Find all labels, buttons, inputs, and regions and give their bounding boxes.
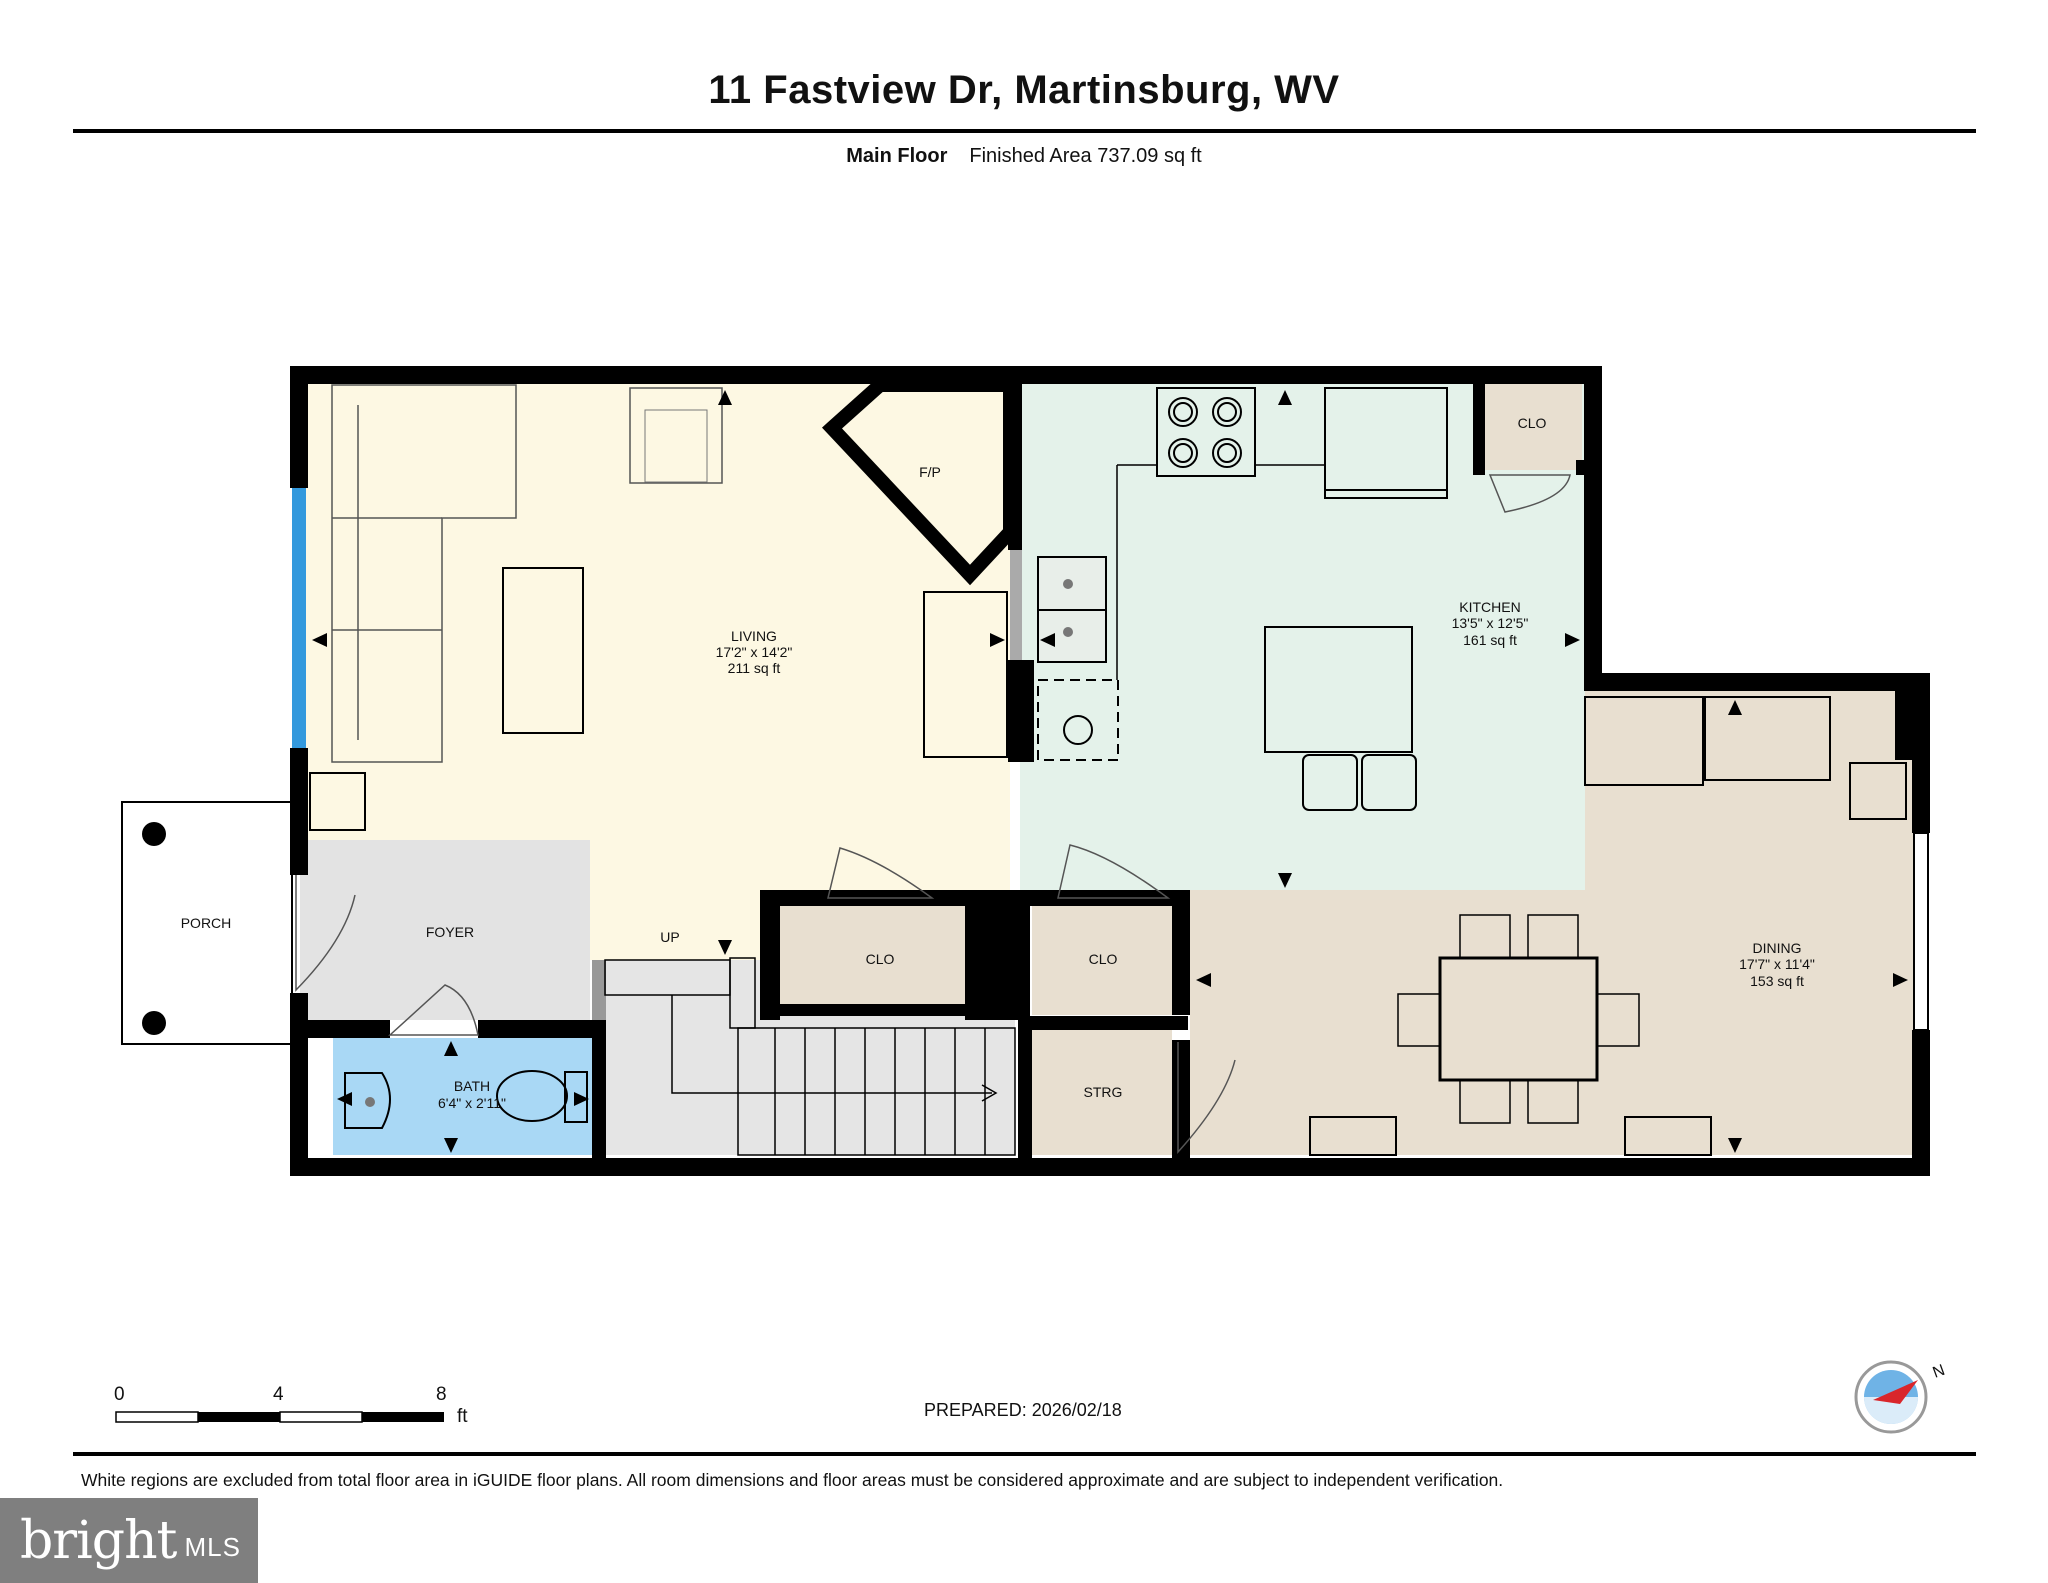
dining-dims: 17'7" x 11'4" [1739,956,1815,972]
dining-area: 153 sq ft [1750,973,1804,989]
compass-north-label: N [1931,1362,1948,1382]
bench [1309,1116,1397,1156]
porch-post [142,1011,166,1035]
exterior-walls [290,366,1930,1176]
interior-walls [290,380,1915,1161]
closet-left-area [775,905,965,1015]
burners [1168,397,1242,468]
storage-area [1032,1030,1172,1155]
refrigerator [1324,387,1448,499]
dimension-arrows [312,390,1908,1153]
fireplace [821,378,1017,586]
kitchen-pass-through [1010,550,1022,660]
floor-subtitle: Main Floor Finished Area 737.09 sq ft [0,145,2048,168]
stairs-up-label: UP [660,929,679,945]
closet-right-label: CLO [1089,951,1118,967]
dining-label: DINING [1753,940,1802,956]
sink-drain [1063,627,1073,637]
prepared-date: PREPARED: 2026/02/18 [924,1400,1122,1420]
kitchen-closet-label: CLO [1518,415,1547,431]
foyer-area [300,840,590,1020]
closet-door-swing [1488,474,1571,513]
stair-rail [592,960,606,1020]
sideboard [1584,696,1704,786]
kitchen-dims: 13'5" x 12'5" [1452,615,1529,631]
kitchen-island [1264,626,1413,753]
dishwasher [1037,679,1119,761]
dishwasher-icon [1063,715,1093,745]
dining-area-upper [1585,690,1915,890]
page-title: 11 Fastview Dr, Martinsburg, WV [708,68,1340,112]
logo-brand: bright [20,1510,177,1571]
floor-label: Main Floor [846,145,948,167]
bath-sink [344,1072,391,1129]
title-divider [73,129,1976,133]
sink-drain [365,1097,375,1107]
bath-label: BATH [454,1078,490,1094]
disclaimer: White regions are excluded from total fl… [81,1470,1504,1490]
sink-drain [1063,579,1073,589]
porch-post [142,822,166,846]
tv-console [923,591,1008,758]
coffee-table [502,567,584,734]
living-area: 211 sq ft [728,660,781,676]
closet-right-area [1032,905,1187,1015]
dining-chairs [1397,914,1640,1124]
side-table [309,772,366,831]
living-window [292,488,306,748]
scale-label-8: 8 [436,1384,447,1405]
footer-divider [73,1452,1976,1456]
bath-area [333,1038,592,1155]
toilet-tank [564,1071,588,1123]
closet-kitchen-area [1480,382,1582,470]
closet-left-label: CLO [866,951,895,967]
doors [295,844,1236,1154]
scale-bar [115,1411,444,1423]
bar-stool [1302,754,1358,811]
armchair [629,387,723,484]
compass-icon: N [1854,1360,1948,1434]
living-label: LIVING [731,628,777,644]
dining-area [1190,890,1915,1155]
kitchen-label: KITCHEN [1459,599,1520,615]
storage-label: STRG [1084,1084,1123,1100]
scale-unit: ft [457,1406,468,1427]
stove [1156,387,1256,477]
finished-area-label: Finished Area 737.09 sq ft [969,145,1202,167]
staircase [604,957,1016,1156]
bar-stool [1361,754,1417,811]
sofa [331,384,517,763]
foyer-label: FOYER [426,924,474,940]
bright-mls-logo: bright MLS [0,1498,258,1583]
kitchen-area: 161 sq ft [1463,632,1517,648]
dining-side-table [1849,762,1907,820]
dining-window [1913,832,1929,1031]
logo-suffix: MLS [184,1532,241,1562]
porch-label: PORCH [181,915,232,931]
scale-label-0: 0 [114,1384,125,1405]
scale-label-4: 4 [273,1384,284,1405]
bath-dims: 6'4" x 2'11" [438,1095,506,1111]
living-dims: 17'2" x 14'2" [716,644,793,660]
bench [1624,1116,1712,1156]
buffet [1704,696,1831,781]
fireplace-label: F/P [919,464,941,480]
armchair-seat [644,409,708,483]
toilet-bowl [496,1070,568,1122]
